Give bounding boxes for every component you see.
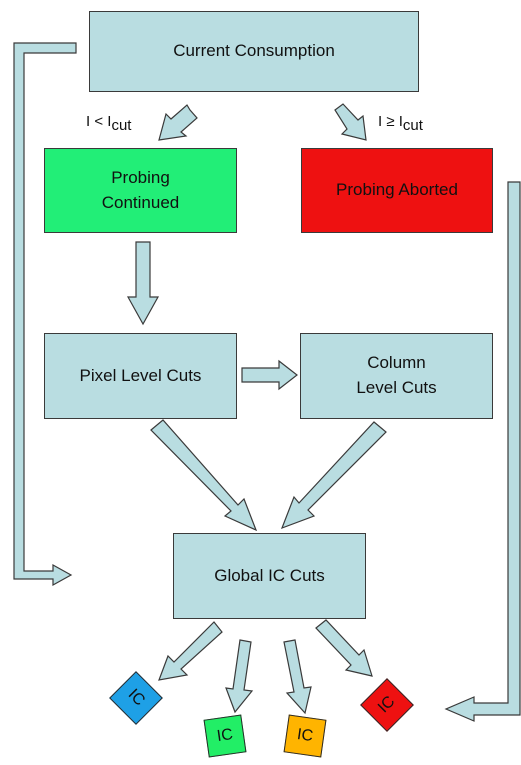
ic-chip-green: IC <box>203 714 247 758</box>
probing-continued-line-1: Probing <box>111 167 170 187</box>
condition-greater-equal-label: I ≥ Icut <box>378 113 423 134</box>
arrow-column-to-global <box>280 421 387 530</box>
column-level-cuts-line-1: Column <box>367 353 426 373</box>
arrow-to-pixel-level-cuts <box>126 241 160 326</box>
current-consumption-box: Current Consumption <box>89 11 419 92</box>
probing-continued-box: Probing Continued <box>44 148 237 233</box>
arrow-global-to-ic3 <box>283 639 312 715</box>
current-consumption-label: Current Consumption <box>173 41 335 61</box>
arrow-global-to-ic1 <box>158 621 223 681</box>
arrow-pixel-to-column <box>241 359 298 391</box>
right-loop-arrow <box>444 181 521 722</box>
arrow-to-probing-continued <box>158 104 198 141</box>
pixel-level-cuts-box: Pixel Level Cuts <box>44 333 237 419</box>
ic-chip-orange: IC <box>283 714 327 758</box>
arrow-to-probing-aborted <box>334 103 367 141</box>
probing-continued-line-2: Continued <box>101 192 180 212</box>
probing-aborted-label: Probing Aborted <box>336 180 458 200</box>
arrow-global-to-ic4 <box>315 619 373 677</box>
column-level-cuts-line-2: Level Cuts <box>356 378 437 397</box>
condition-less-than-label: I < Icut <box>86 113 132 134</box>
global-ic-cuts-label: Global IC Cuts <box>214 565 325 585</box>
global-ic-cuts-box: Global IC Cuts <box>173 533 366 619</box>
pixel-level-cuts-label: Pixel Level Cuts <box>79 365 202 385</box>
column-level-cuts-box: Column Level Cuts <box>300 333 493 419</box>
arrow-global-to-ic2 <box>225 639 254 714</box>
left-loop-arrow <box>13 42 77 587</box>
arrow-pixel-to-global <box>150 419 258 532</box>
probing-aborted-box: Probing Aborted <box>301 148 493 233</box>
